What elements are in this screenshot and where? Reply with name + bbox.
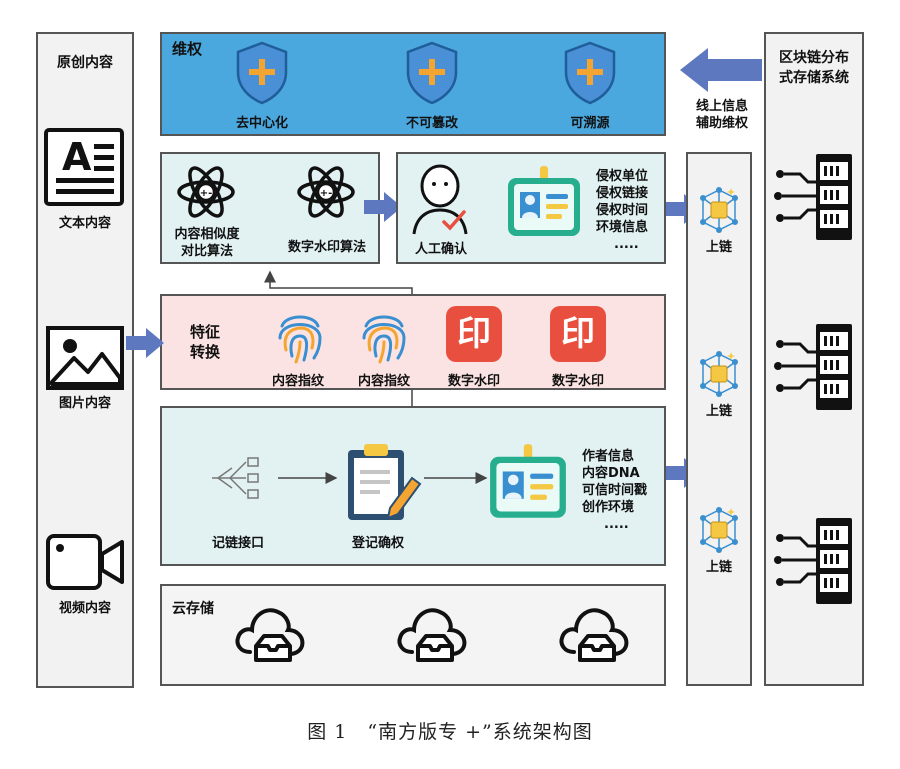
tamper-proof-label: 不可篡改: [405, 116, 459, 131]
author-info-list: 作者信息 内容DNA 可信时间戳 创作环境 .....: [582, 448, 647, 533]
shield-plus-icon: [564, 41, 616, 105]
text-document-icon: A: [44, 128, 124, 206]
similarity-algorithm-label: 内容相似度 对比算法: [174, 227, 240, 259]
atom-icon: +-: [297, 166, 355, 218]
feature-conversion-title: 特征 转换: [190, 323, 221, 361]
trusted-timestamp: 可信时间戳: [582, 483, 648, 498]
text-content-label: 文本内容: [58, 216, 112, 231]
algorithm-to-manual-arrow: [364, 192, 402, 222]
id-card-icon: [508, 166, 580, 236]
content-fingerprint-label-1: 内容指纹: [271, 374, 325, 389]
original-content-title: 原创内容: [57, 55, 113, 71]
upload-chain-column: [686, 152, 752, 686]
infringement-unit: 侵权单位: [596, 169, 649, 184]
content-fingerprint-label-2: 内容指纹: [357, 374, 411, 389]
cloud-storage-icon: [397, 608, 467, 662]
digital-watermark-label-2: 数字水印: [551, 374, 605, 389]
server-rack-icon: [774, 324, 852, 410]
seal-stamp-icon: 印: [446, 306, 502, 362]
image-content-label: 图片内容: [58, 396, 112, 411]
infringement-info-list: 侵权单位 侵权链接 侵权时间 环境信息 .....: [596, 168, 648, 253]
video-content-label: 视频内容: [58, 601, 112, 616]
shield-plus-icon: [406, 41, 458, 105]
author-info: 作者信息: [582, 449, 635, 464]
decentralized-label: 去中心化: [235, 116, 289, 131]
upload-chain-label-3: 上链: [705, 560, 733, 575]
manual-confirm-label: 人工确认: [414, 242, 468, 257]
cloud-storage-title: 云存储: [172, 601, 214, 617]
seal-stamp-icon: 印: [550, 306, 606, 362]
id-card-icon: [490, 444, 566, 518]
ellipsis: .....: [604, 517, 629, 532]
creation-environment: 创作环境: [582, 500, 635, 515]
rights-protection-title: 维权: [172, 40, 203, 58]
atom-icon: +-: [177, 166, 235, 218]
infringement-time: 侵权时间: [596, 203, 649, 218]
clipboard-register-icon: [348, 444, 422, 520]
server-rack-icon: [774, 154, 852, 240]
blockchain-node-icon: [700, 507, 738, 553]
svg-text:A: A: [62, 135, 92, 179]
svg-text:+-: +-: [200, 188, 213, 199]
content-dna: 内容DNA: [582, 466, 640, 481]
chain-interface-label: 记链接口: [211, 536, 265, 551]
blockchain-node-icon: [700, 351, 738, 397]
online-info-assist-label: 线上信息 辅助维权: [695, 99, 749, 131]
upload-chain-label-2: 上链: [705, 404, 733, 419]
image-icon: [46, 326, 124, 390]
ellipsis: .....: [614, 237, 639, 252]
server-rack-icon: [774, 518, 852, 604]
fingerprint-icon: [278, 315, 322, 364]
video-camera-icon: [46, 534, 124, 590]
blockchain-node-icon: [700, 187, 738, 233]
image-to-feature-arrow: [126, 328, 164, 358]
environment-info: 环境信息: [596, 220, 649, 235]
svg-text:+-: +-: [320, 188, 333, 199]
cloud-storage-icon: [235, 608, 305, 662]
traceable-label: 可溯源: [570, 116, 610, 131]
figure-caption: 图 1 “南方版专 +”系统架构图: [307, 721, 593, 743]
person-check-icon: [412, 164, 468, 235]
cloud-storage-panel: [160, 584, 666, 686]
fingerprint-icon: [362, 315, 406, 364]
digital-watermark-label-1: 数字水印: [447, 374, 501, 389]
chain-interface-icon: [212, 457, 259, 499]
register-confirm-label: 登记确权: [351, 536, 405, 551]
cloud-storage-icon: [559, 608, 629, 662]
blockchain-storage-title: 区块链分布 式存储系统: [779, 50, 849, 86]
shield-plus-icon: [236, 41, 288, 105]
watermark-algorithm-label: 数字水印算法: [287, 240, 367, 255]
upload-chain-label-1: 上链: [705, 240, 733, 255]
infringement-link: 侵权链接: [596, 186, 649, 201]
blockchain-to-rights-arrow: [680, 48, 762, 92]
